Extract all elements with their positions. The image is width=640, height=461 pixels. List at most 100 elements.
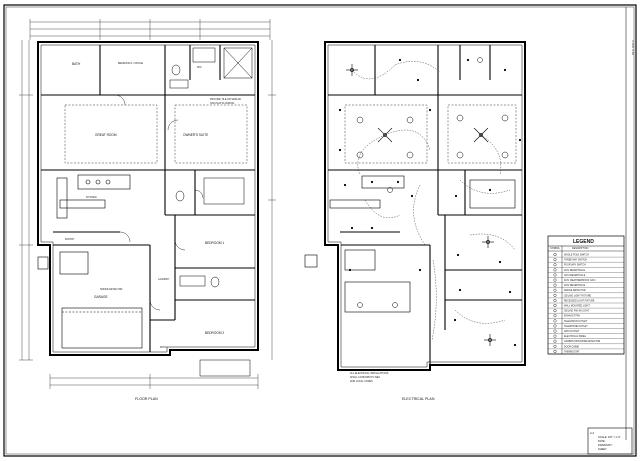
title-block-line: DATE: [598, 439, 606, 443]
svg-text:FLOOR PLAN: FLOOR PLAN [631, 40, 634, 55]
legend-symbol-icon [553, 268, 557, 272]
legend-item-label: DOOR CHIME [564, 346, 579, 348]
exterior-walls-inner [40, 44, 256, 353]
legend-item-label: ELECTRICAL PANEL [564, 335, 587, 338]
svg-text:NON-SLIP FLOORING: NON-SLIP FLOORING [210, 102, 235, 105]
porch-box [199, 359, 251, 377]
title-block-line: SHEET [598, 447, 607, 451]
title-strip: FLOOR PLAN [625, 7, 634, 440]
sheet-inner-border [5, 6, 635, 455]
legend-symbol-icon [553, 349, 557, 353]
legend-symbol-icon [553, 283, 557, 287]
wiring-runs [351, 61, 516, 341]
room-label-bath: BATH [72, 62, 81, 66]
sheet-border [3, 4, 637, 457]
legend-symbol-icon [553, 319, 557, 323]
legend-symbol-icon [553, 263, 557, 267]
legend-item-label: TELEPHONE OUTLET [564, 326, 588, 328]
garage-details [59, 251, 143, 349]
legend-symbol-icon [553, 334, 557, 338]
svg-text:SMOKE DETECTOR: SMOKE DETECTOR [100, 288, 123, 291]
legend-item-label: 220V RECEPTACLE [564, 284, 586, 287]
room-label-garage: GARAGE [94, 295, 108, 299]
electrical-entry-box [304, 254, 318, 268]
legend-item-label: SINGLE POLE SWITCH [564, 254, 589, 256]
legend-item-label: EXHAUST FAN [564, 315, 580, 318]
legend-item-label: CEILING LIGHT FIXTURE [564, 295, 591, 297]
legend: LEGEND SYMBOL DESCRIPTION SINGLE POLE SW… [547, 235, 625, 355]
legend-symbol-icon [553, 288, 557, 292]
legend-symbol-icon [553, 273, 557, 277]
legend-symbol-icon [553, 324, 557, 328]
legend-item-label: GFCI RECEPTACLE [564, 274, 586, 277]
dimension-lines-bottom [49, 374, 259, 389]
legend-symbol-icon [553, 309, 557, 313]
door-swings [114, 94, 204, 311]
legend-item-label: THREE WAY SWITCH [564, 259, 587, 262]
legend-item-label: 110V WEATHERPROOF GFCI [564, 279, 596, 282]
legend-box [547, 235, 625, 355]
svg-text:SHALL CONFORM TO NEC: SHALL CONFORM TO NEC [350, 376, 380, 379]
electrical-exterior-walls [324, 41, 526, 371]
legend-item-label: WALL MOUNTED LIGHT [564, 304, 590, 307]
room-label-laundry: LAUNDRY [158, 278, 170, 281]
electrical-plan-caption: ELECTRICAL PLAN [402, 397, 435, 401]
title-block: A-2 SCALE: 1/8" = 1'-0" DATE: DRAWN BY: … [587, 427, 633, 455]
legend-symbol-icon [553, 339, 557, 343]
dimension-lines-right [268, 40, 276, 360]
electrical-ceiling-outlines [344, 104, 517, 164]
legend-item-label: RECESSED LIGHT FIXTURE [564, 300, 595, 302]
svg-text:AND LOCAL CODES: AND LOCAL CODES [350, 380, 373, 383]
bath-fixtures [169, 47, 253, 288]
outlet-symbols [338, 58, 522, 347]
legend-item-label: CEILING FAN W/ LIGHT [564, 310, 590, 313]
room-label-pantry: PANTRY [65, 238, 75, 241]
floor-plan-notes: PROVIDE TILE OR SIMILAR NON-SLIP FLOORIN… [100, 98, 241, 291]
front-entry-box [37, 256, 49, 270]
room-label-bedroom-office: BEDROOM 4 / OFFICE [118, 62, 144, 65]
legend-symbol-icon [553, 329, 557, 333]
legend-symbol-icon [553, 253, 557, 257]
electrical-exterior-walls-inner [327, 44, 523, 368]
electrical-interior-walls [328, 45, 522, 367]
title-block-line: SCALE: 1/8" = 1'-0" [598, 435, 621, 439]
legend-item-label: CARBON MONOXIDE DETECTOR [564, 340, 601, 343]
title-block-sheet-number: A-2 [590, 431, 595, 435]
dimension-lines-top [29, 19, 271, 40]
legend-symbol-icon [553, 298, 557, 302]
legend-header-description: DESCRIPTION [572, 247, 589, 250]
room-label-great-room: GREAT ROOM [95, 133, 117, 137]
legend-item-label: DATA OUTLET [564, 330, 580, 333]
title-block-line: DRAWN BY: [598, 443, 613, 447]
room-label-wic: WIC [197, 66, 202, 69]
floor-plan: BATH BEDROOM 4 / OFFICE WIC GREAT ROOM O… [19, 19, 276, 401]
legend-symbol-icon [553, 293, 557, 297]
exterior-walls [37, 41, 259, 356]
room-label-bedroom-1: BEDROOM 1 [205, 241, 224, 245]
legend-symbol-icon [553, 304, 557, 308]
legend-title: LEGEND [573, 239, 594, 245]
legend-header-symbol: SYMBOL [550, 247, 561, 250]
legend-symbol-icon [553, 314, 557, 318]
svg-text:ALL ELECTRICAL INSTALLATIONS: ALL ELECTRICAL INSTALLATIONS [350, 372, 389, 375]
legend-symbol-icon [553, 258, 557, 262]
electrical-plan: ALL ELECTRICAL INSTALLATIONS SHALL CONFO… [304, 41, 526, 401]
room-label-patio: PATIO [160, 346, 167, 349]
light-fixture-symbols [356, 57, 509, 308]
interior-walls [41, 45, 255, 352]
legend-symbol-icon [553, 278, 557, 282]
electrical-notes: ALL ELECTRICAL INSTALLATIONS SHALL CONFO… [350, 372, 389, 383]
dimension-lines-left [19, 40, 33, 361]
svg-text:PROVIDE TILE OR SIMILAR: PROVIDE TILE OR SIMILAR [210, 98, 241, 101]
ceiling-outlines [64, 104, 248, 164]
legend-item-label: 110V RECEPTACLE [564, 269, 585, 272]
room-label-bedroom-2: BEDROOM 2 [205, 331, 224, 335]
floor-plan-caption: FLOOR PLAN [135, 397, 158, 401]
legend-item-label: THERMOSTAT [564, 350, 580, 353]
room-label-kitchen: KITCHEN [86, 196, 97, 199]
kitchen-counters [56, 174, 131, 219]
legend-item-label: TELEVISION OUTLET [564, 321, 588, 323]
room-label-owners-suite: OWNER'S SUITE [183, 133, 208, 137]
